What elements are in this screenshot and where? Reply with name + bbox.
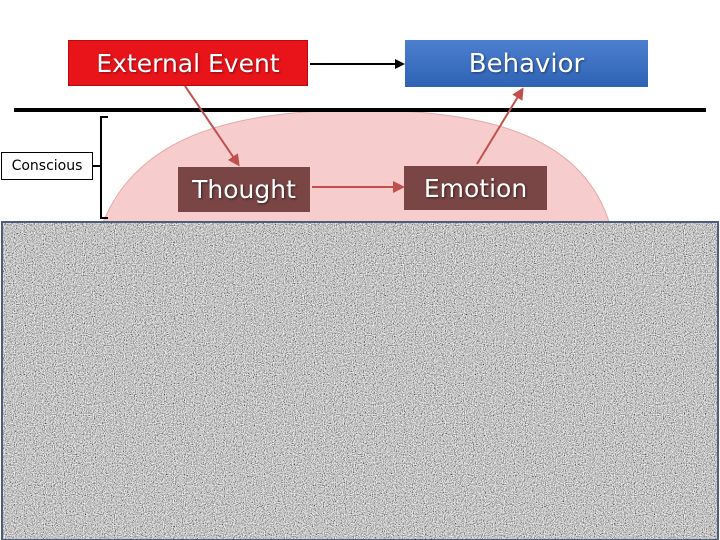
arrow-emotion-to-behavior (476, 87, 524, 165)
emotion-box: Emotion (404, 166, 547, 210)
behavior-label: Behavior (468, 48, 585, 79)
emotion-label: Emotion (423, 173, 528, 203)
conscious-bracket (100, 116, 108, 219)
thought-label: Thought (192, 175, 296, 204)
conscious-label: Conscious (11, 158, 83, 174)
thought-box: Thought (178, 167, 310, 212)
conscious-label-box: Conscious (1, 152, 93, 180)
behavior-box: Behavior (405, 40, 648, 87)
external-event-box: External Event (68, 40, 308, 86)
arrow-event-to-thought (184, 85, 240, 167)
external-event-label: External Event (96, 48, 280, 78)
unconscious-panel (2, 222, 718, 540)
unconscious-panel-border (1, 221, 719, 540)
